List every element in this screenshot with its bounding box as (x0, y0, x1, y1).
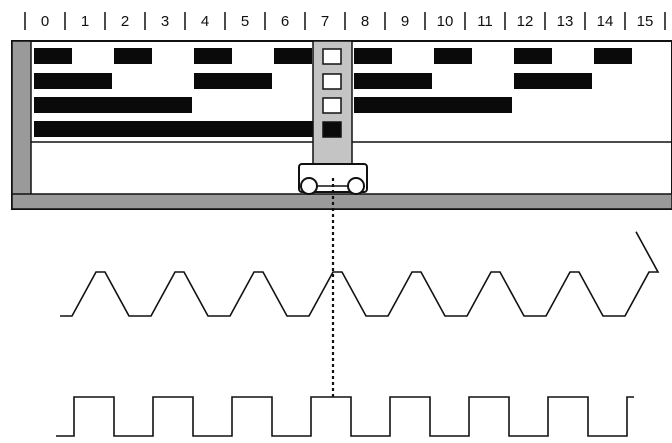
track-2-bar (354, 73, 432, 89)
scale-label: 15 (637, 13, 654, 30)
track-1-bar (434, 48, 472, 64)
scale-label: 5 (241, 13, 249, 30)
reader-window-3 (322, 97, 342, 114)
track-1-bar (594, 48, 632, 64)
track-3-bar (354, 97, 512, 113)
scale-label: 14 (597, 13, 614, 30)
track-1-bar (514, 48, 552, 64)
scale-label: 7 (321, 13, 329, 30)
scale-label: 12 (517, 13, 534, 30)
reader-window-4 (322, 121, 342, 138)
track-1-bar (274, 48, 312, 64)
track-2-bar (194, 73, 272, 89)
reader-wheel-right (347, 177, 365, 195)
analog-wave (60, 231, 660, 317)
track-1-bar (34, 48, 72, 64)
scale-label: 8 (361, 13, 369, 30)
reader-windows (322, 48, 342, 138)
scale-label: 9 (401, 13, 409, 30)
scale-label: 13 (557, 13, 574, 30)
track-1-bar (354, 48, 392, 64)
scale-label: 0 (41, 13, 49, 30)
frame-left-post (11, 40, 32, 210)
scale-label: 2 (121, 13, 129, 30)
track-2-bar (514, 73, 592, 89)
scale-label: 4 (201, 13, 209, 30)
reader-window-2 (322, 73, 342, 90)
scale-label: 11 (477, 13, 493, 30)
reader-carriage (298, 40, 368, 195)
track-1-bar (114, 48, 152, 64)
scale-label: 3 (161, 13, 169, 30)
scale-label: 1 (81, 13, 89, 30)
track-2-bar (34, 73, 112, 89)
reader-wheel-left (300, 177, 318, 195)
scale-label: 10 (437, 13, 454, 30)
reader-window-1 (322, 48, 342, 65)
encoder-tracks (34, 48, 632, 137)
square-wave (56, 396, 634, 437)
track-3-bar (34, 97, 192, 113)
track-4-bar (34, 121, 352, 137)
track-1-bar (194, 48, 232, 64)
frame-bottom-rail (11, 193, 672, 210)
scale-label: 6 (281, 13, 289, 30)
